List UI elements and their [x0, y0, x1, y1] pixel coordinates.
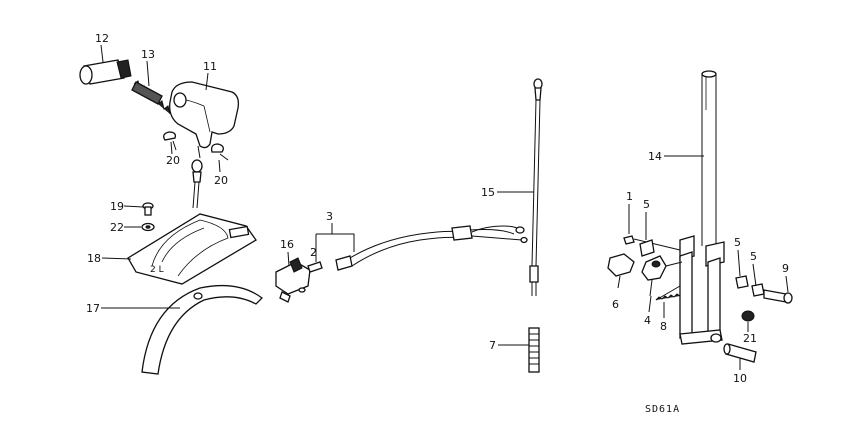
svg-text:5: 5 — [643, 198, 650, 211]
callout-13: 13 — [141, 48, 155, 87]
callout-21: 21 — [743, 322, 757, 345]
callout-2: 2 — [310, 246, 317, 259]
part-8-spring — [655, 285, 681, 301]
svg-text:10: 10 — [733, 372, 747, 385]
svg-text:19: 19 — [110, 200, 124, 213]
callout-20-right: 20 — [214, 159, 228, 187]
callout-10: 10 — [733, 358, 747, 385]
svg-text:14: 14 — [648, 150, 662, 163]
svg-text:18: 18 — [87, 252, 101, 265]
svg-text:3: 3 — [326, 210, 333, 223]
part-13-spring — [131, 80, 171, 115]
callout-3: 3 — [326, 210, 333, 234]
svg-text:4: 4 — [644, 314, 651, 327]
callout-17: 17 — [86, 302, 180, 315]
svg-text:9: 9 — [782, 262, 789, 275]
svg-text:15: 15 — [481, 186, 495, 199]
callout-1: 1 — [626, 190, 633, 234]
svg-text:17: 17 — [86, 302, 100, 315]
callout-11: 11 — [203, 60, 217, 91]
part-5-bushing-a — [639, 239, 655, 257]
part-5-bushing-c — [751, 283, 765, 297]
part-14-shift-shaft — [679, 70, 725, 345]
part-2-pin — [307, 261, 323, 273]
part-11-knob-housing — [169, 81, 240, 159]
svg-text:20: 20 — [214, 174, 228, 187]
svg-text:1: 1 — [626, 190, 633, 203]
part-4-lever — [641, 255, 683, 297]
part-9-bolt — [763, 289, 793, 304]
diagram-code: SD61A — [645, 404, 680, 415]
part-6-bracket — [607, 253, 635, 289]
part-22-washer — [141, 222, 155, 232]
part-16-switch — [275, 257, 311, 303]
svg-text:7: 7 — [489, 339, 496, 352]
svg-text:5: 5 — [750, 250, 757, 263]
callout-19: 19 — [110, 200, 144, 213]
svg-text:21: 21 — [743, 332, 757, 345]
callout-6: 6 — [612, 298, 619, 311]
callout-4: 4 — [644, 295, 652, 327]
part-20-screw-left — [163, 131, 177, 151]
part-1-pin — [623, 235, 681, 251]
svg-text:11: 11 — [203, 60, 217, 73]
part-12-rod-end — [79, 59, 132, 85]
svg-text:22: 22 — [110, 221, 124, 234]
svg-text:20: 20 — [166, 154, 180, 167]
part-7-boot — [528, 327, 540, 373]
svg-text:2: 2 — [310, 246, 317, 259]
svg-text:12: 12 — [95, 32, 109, 45]
part-18-console-cover: 2 L — [127, 213, 257, 285]
callout-14: 14 — [648, 150, 704, 163]
callout-9: 9 — [782, 262, 789, 293]
callout-15: 15 — [481, 186, 534, 199]
part-15-control-rod — [529, 78, 543, 296]
callout-20-left: 20 — [166, 141, 180, 167]
callout-5b: 5 — [734, 236, 741, 277]
svg-text:13: 13 — [141, 48, 155, 61]
callout-18: 18 — [87, 252, 132, 265]
callout-7: 7 — [489, 339, 529, 352]
callout-22: 22 — [110, 221, 141, 234]
callout-5c: 5 — [750, 250, 757, 287]
svg-text:6: 6 — [612, 298, 619, 311]
part-17-shield — [141, 284, 263, 375]
callout-16: 16 — [280, 238, 294, 267]
svg-text:16: 16 — [280, 238, 294, 251]
part-20-screw-right — [210, 143, 229, 161]
callout-5a: 5 — [643, 198, 650, 240]
svg-text:8: 8 — [660, 320, 667, 333]
part-3-cable — [315, 225, 528, 271]
callout-12: 12 — [95, 32, 109, 63]
callout-8: 8 — [660, 302, 667, 333]
svg-text:2 L: 2 L — [150, 265, 164, 275]
part-10-pin — [723, 343, 757, 363]
svg-text:5: 5 — [734, 236, 741, 249]
part-5-bushing-b — [735, 275, 749, 289]
part-21-cap — [741, 310, 755, 322]
shift-lever-rod — [191, 159, 203, 209]
part-19-bolt — [142, 202, 154, 216]
